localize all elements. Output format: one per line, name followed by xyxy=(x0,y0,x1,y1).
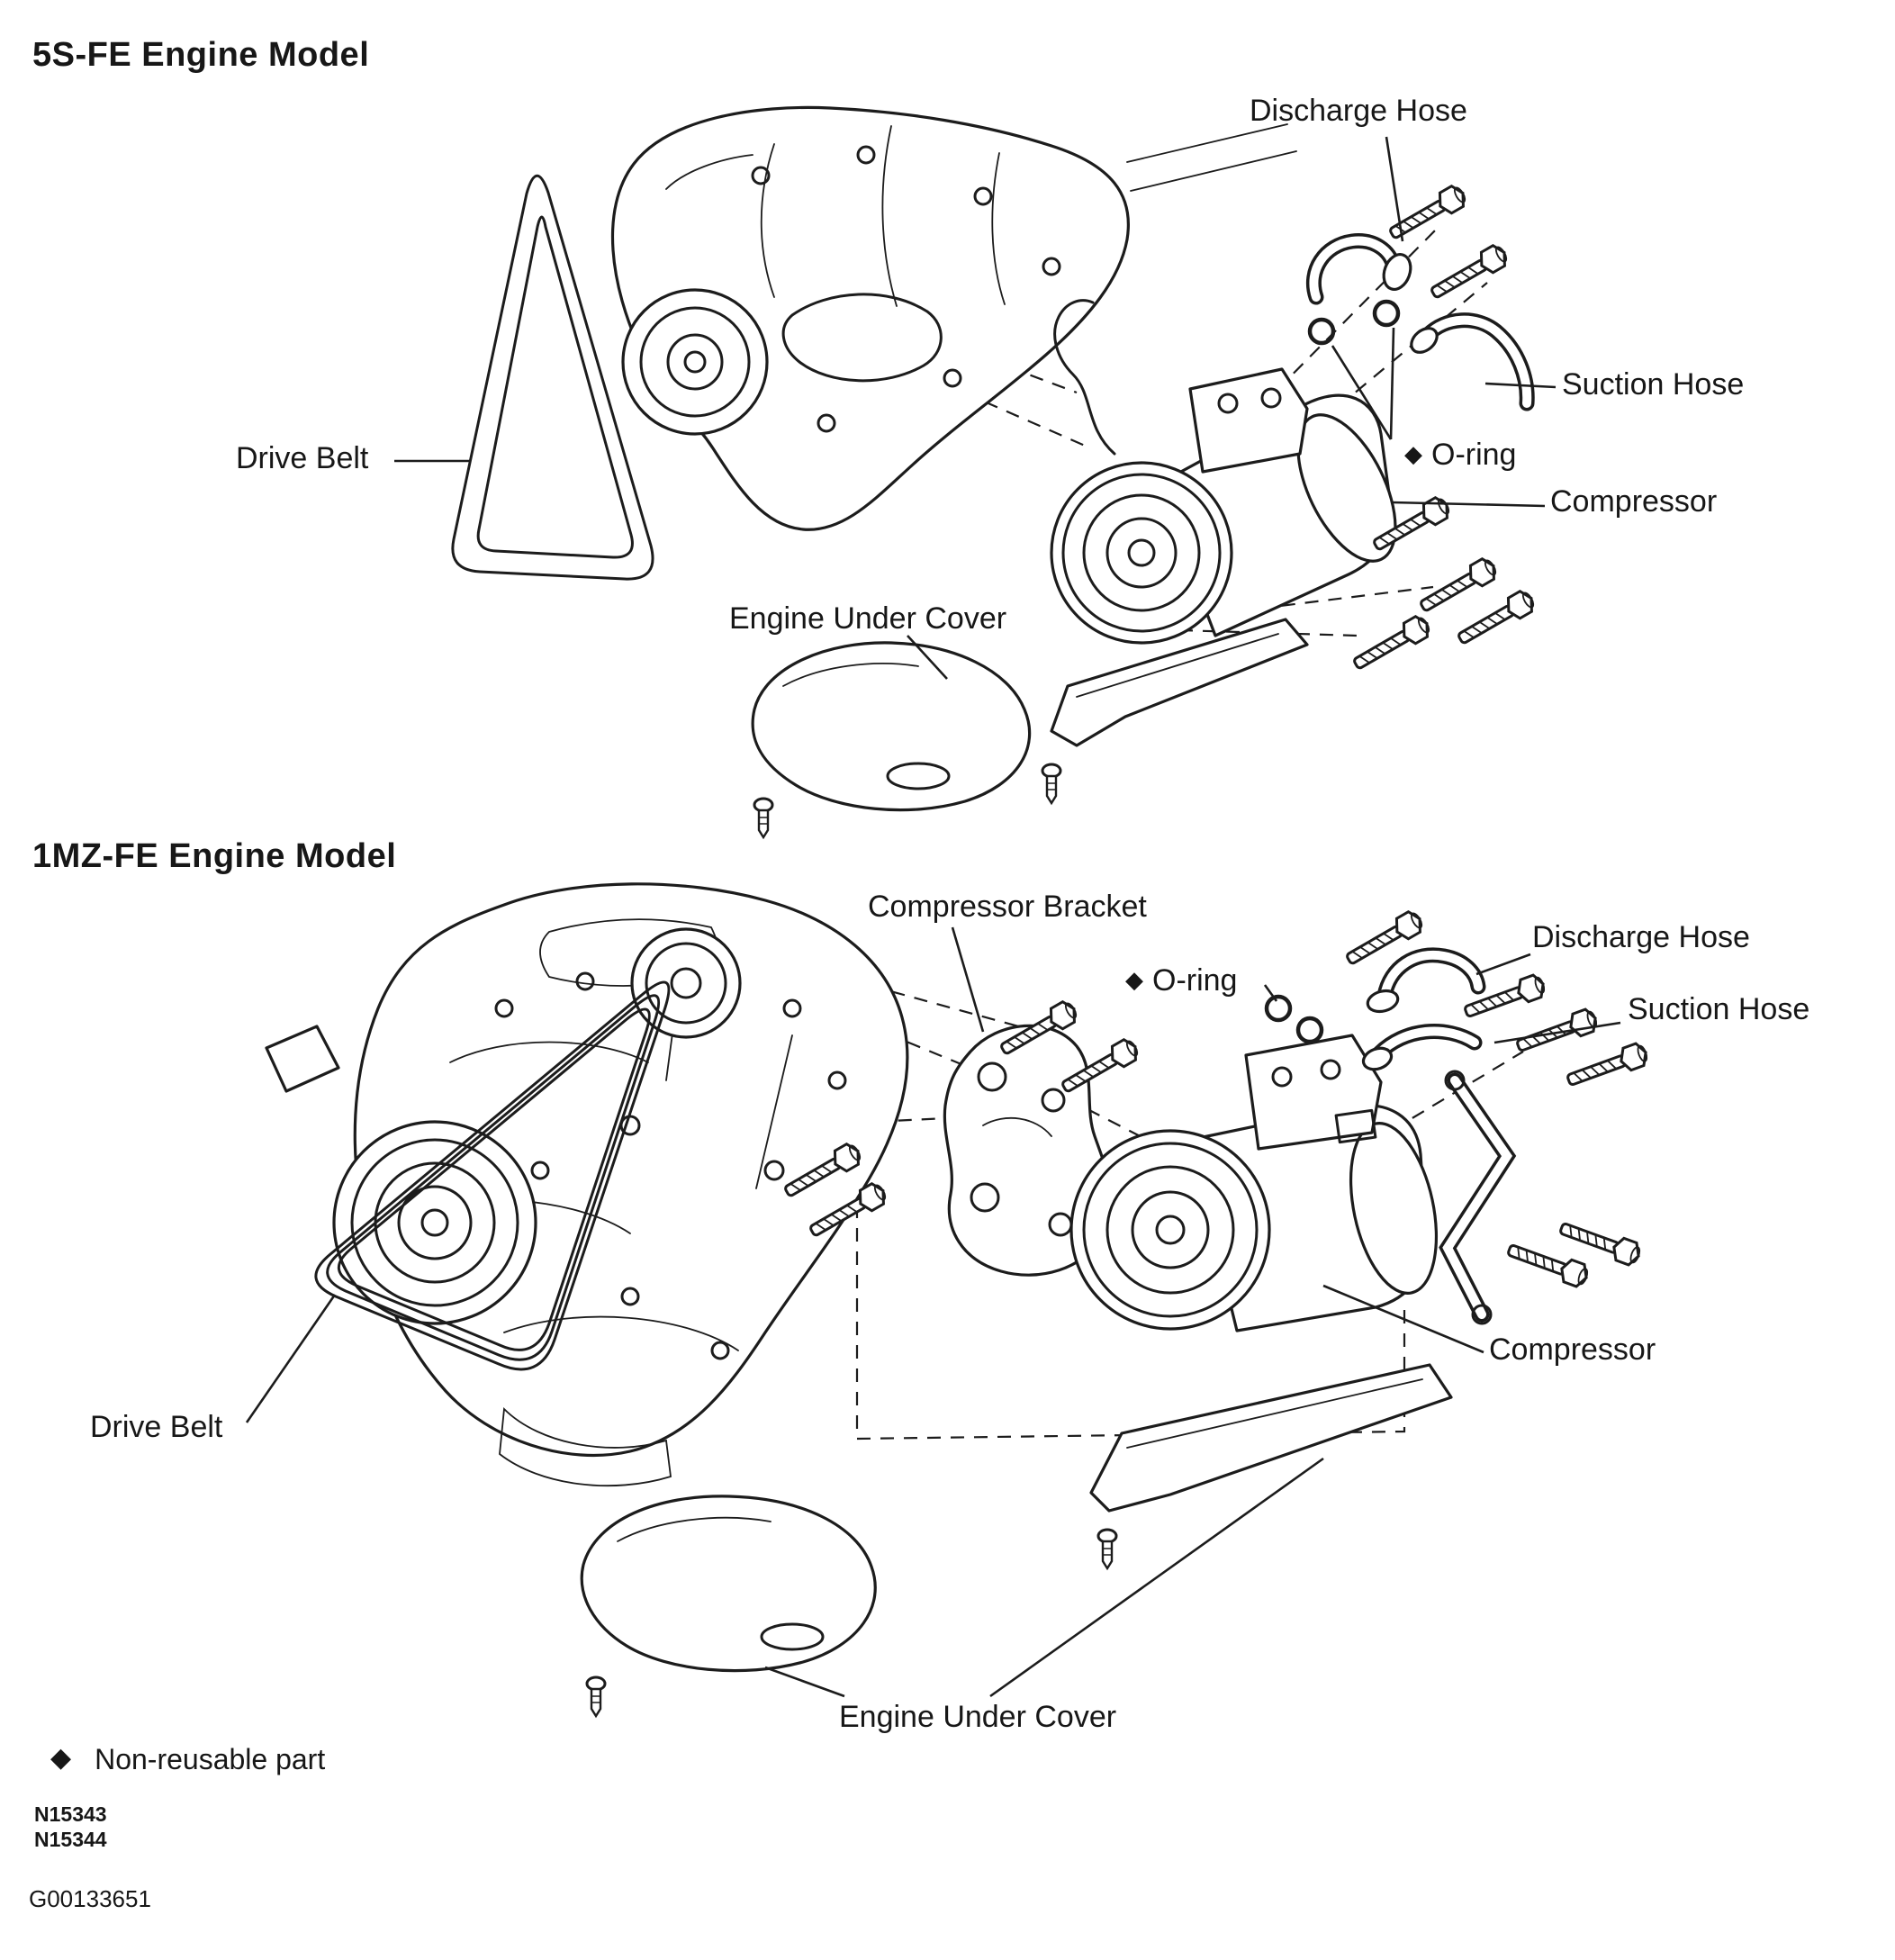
legend-text: Non-reusable part xyxy=(95,1743,326,1775)
engine-under-cover-drawing-5sfe xyxy=(751,641,1032,839)
label-compressor-bracket-1mzfe: Compressor Bracket xyxy=(868,890,1147,924)
bolt-icon xyxy=(1563,1040,1652,1093)
leader-lines-1mzfe xyxy=(245,926,1621,1698)
o-ring-label-text: O-ring xyxy=(1431,438,1517,472)
drive-belt-drawing-1mzfe xyxy=(314,980,671,1371)
suction-hose-drawing-5sfe xyxy=(1410,312,1535,411)
legend-non-reusable-part: ◆ Non-reusable part xyxy=(50,1743,325,1776)
label-suction-hose-1mzfe: Suction Hose xyxy=(1628,992,1810,1026)
diagram-1mzfe xyxy=(245,882,1652,1718)
non-reusable-marker-icon: ◆ xyxy=(50,1743,72,1773)
under-cover-strip-drawing-1mzfe xyxy=(1089,1363,1453,1570)
section-title-5sfe: 5S-FE Engine Model xyxy=(32,36,370,74)
figure-ref-bottom: N15344 xyxy=(34,1828,107,1851)
label-drive-belt-1mzfe: Drive Belt xyxy=(90,1410,223,1444)
bolt-icon xyxy=(1415,554,1501,619)
o-ring-drawing-1mzfe xyxy=(1267,997,1322,1042)
o-ring-drawing-5sfe xyxy=(1310,302,1398,343)
compressor-drawing-1mzfe xyxy=(1069,1034,1439,1332)
compressor-drawing-5sfe xyxy=(1050,299,1397,645)
bolt-icon xyxy=(1453,586,1539,651)
label-compressor-1mzfe: Compressor xyxy=(1489,1332,1656,1367)
screw-icon xyxy=(753,797,774,839)
screw-icon xyxy=(1041,763,1062,805)
o-ring-icon xyxy=(1267,997,1290,1020)
label-suction-hose-5sfe: Suction Hose xyxy=(1562,367,1745,402)
label-drive-belt-5sfe: Drive Belt xyxy=(236,441,369,475)
label-o-ring-5sfe: ◆ O-ring xyxy=(1404,438,1516,473)
screw-icon xyxy=(1096,1528,1118,1570)
graphic-id: G00133651 xyxy=(29,1885,151,1912)
label-o-ring-1mzfe: ◆ O-ring xyxy=(1125,963,1237,998)
label-engine-under-cover-1mzfe: Engine Under Cover xyxy=(839,1700,1117,1734)
non-reusable-marker-icon: ◆ xyxy=(1125,966,1143,993)
bolt-icon xyxy=(1349,611,1434,676)
o-ring-icon xyxy=(1375,302,1398,325)
label-discharge-hose-5sfe: Discharge Hose xyxy=(1250,94,1467,128)
engine-block-drawing-5sfe xyxy=(610,105,1297,531)
discharge-hose-drawing-1mzfe xyxy=(1366,947,1486,1014)
diagram-5sfe xyxy=(394,105,1557,839)
under-cover-strip-drawing-5sfe xyxy=(1041,618,1309,805)
label-discharge-hose-1mzfe: Discharge Hose xyxy=(1532,920,1750,954)
screw-icon xyxy=(585,1675,607,1718)
section-title-1mzfe: 1MZ-FE Engine Model xyxy=(32,837,397,875)
o-ring-icon xyxy=(1310,320,1333,343)
pipe-bracket-drawing-1mzfe xyxy=(1439,1070,1517,1325)
o-ring-icon xyxy=(1298,1018,1322,1042)
discharge-hose-drawing-5sfe xyxy=(1305,233,1412,305)
engine-under-cover-drawing-1mzfe xyxy=(580,1495,877,1718)
o-ring-label-text: O-ring xyxy=(1152,963,1238,998)
suction-hose-drawing-1mzfe xyxy=(1361,1024,1483,1071)
label-compressor-5sfe: Compressor xyxy=(1550,484,1718,519)
bolt-icon xyxy=(1503,1237,1593,1290)
leader-lines-5sfe xyxy=(394,136,1557,680)
label-engine-under-cover-5sfe: Engine Under Cover xyxy=(729,601,1007,636)
non-reusable-marker-icon: ◆ xyxy=(1404,440,1422,467)
drive-belt-drawing-5sfe xyxy=(451,174,654,581)
figure-ref-top: N15343 xyxy=(34,1802,107,1826)
engine-block-drawing-1mzfe xyxy=(265,882,909,1487)
bolt-icon xyxy=(1426,240,1511,305)
